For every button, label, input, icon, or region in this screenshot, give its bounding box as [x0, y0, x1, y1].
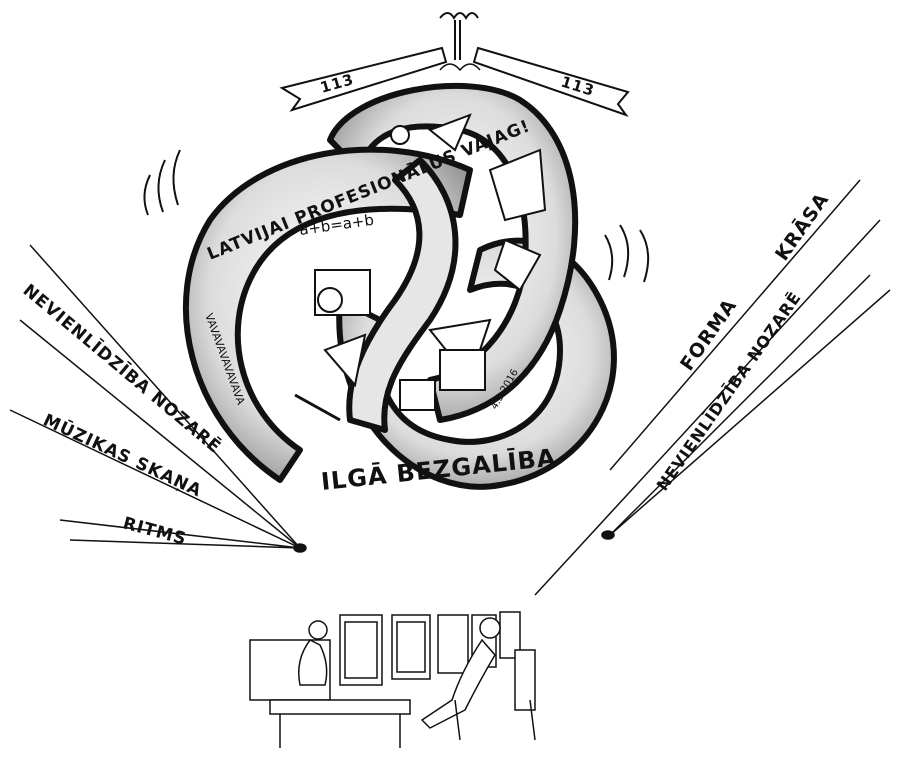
geometric-doodles [294, 113, 547, 422]
knot-crossing [346, 157, 459, 433]
hanging-cord [439, 12, 481, 72]
knot-loop-left [182, 146, 473, 483]
endless-knot: LATVIJAI PROFESIONĀLUS VAJAG! a+b=a+b VA… [182, 82, 617, 496]
left-beams [9, 244, 307, 553]
left-beam-text-3: RITMS [121, 514, 189, 550]
office-scene [249, 611, 536, 748]
right-beam-text-2: KRĀSA [770, 188, 833, 265]
right-beams [534, 179, 891, 596]
motion-lines [143, 149, 650, 283]
right-ribbon: 113 [472, 46, 630, 117]
right-beam-text-1: FORMA [676, 295, 741, 375]
